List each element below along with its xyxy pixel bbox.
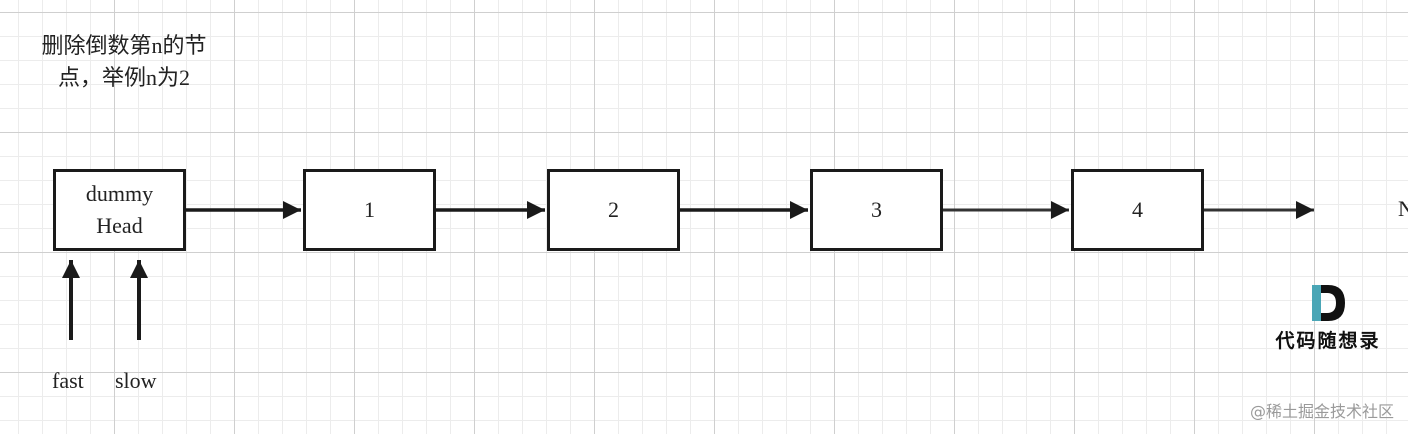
diagram-title: 删除倒数第n的节 点，举例n为2 [41,33,207,90]
null-label: N [1398,196,1408,221]
watermark: @稀土掘金技术社区 [1249,402,1394,421]
list-node-3: 3 [810,169,943,251]
list-node-4: 4 [1071,169,1204,251]
dummy-node-label-line2: Head [96,213,143,238]
fast-pointer-label: fast [52,368,84,393]
slow-pointer-label: slow [115,368,157,393]
logo-icon [1312,285,1345,321]
list-node-2: 2 [547,169,680,251]
list-node-1: 1 [303,169,436,251]
logo-text: 代码随想录 [1275,330,1381,352]
dummy-head-node: dummy Head [53,169,186,251]
dummy-node-label-line1: dummy [85,181,154,206]
